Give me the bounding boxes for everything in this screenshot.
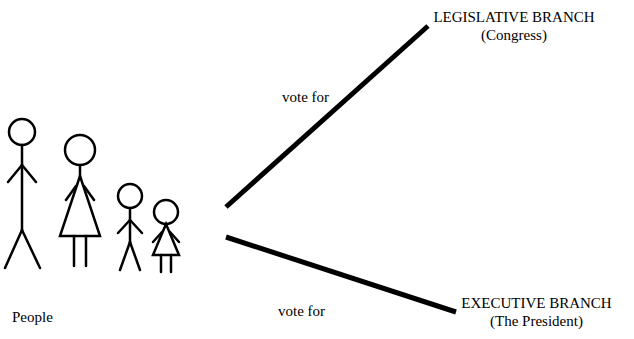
vote-line — [226, 26, 428, 207]
node-title: LEGISLATIVE BRANCH — [432, 8, 596, 26]
edge-label: vote for — [280, 88, 331, 106]
vote-line — [226, 237, 456, 312]
node-subtitle: (The President) — [460, 312, 613, 330]
node-title: EXECUTIVE BRANCH — [460, 294, 613, 312]
branch-box: EXECUTIVE BRANCH(The President) — [456, 292, 617, 332]
branch-box: LEGISLATIVE BRANCH(Congress) — [428, 6, 600, 46]
edge-label: vote for — [276, 302, 327, 320]
node-title: People — [12, 308, 53, 326]
people-group: People — [0, 110, 226, 335]
node-subtitle: (Congress) — [432, 26, 596, 44]
